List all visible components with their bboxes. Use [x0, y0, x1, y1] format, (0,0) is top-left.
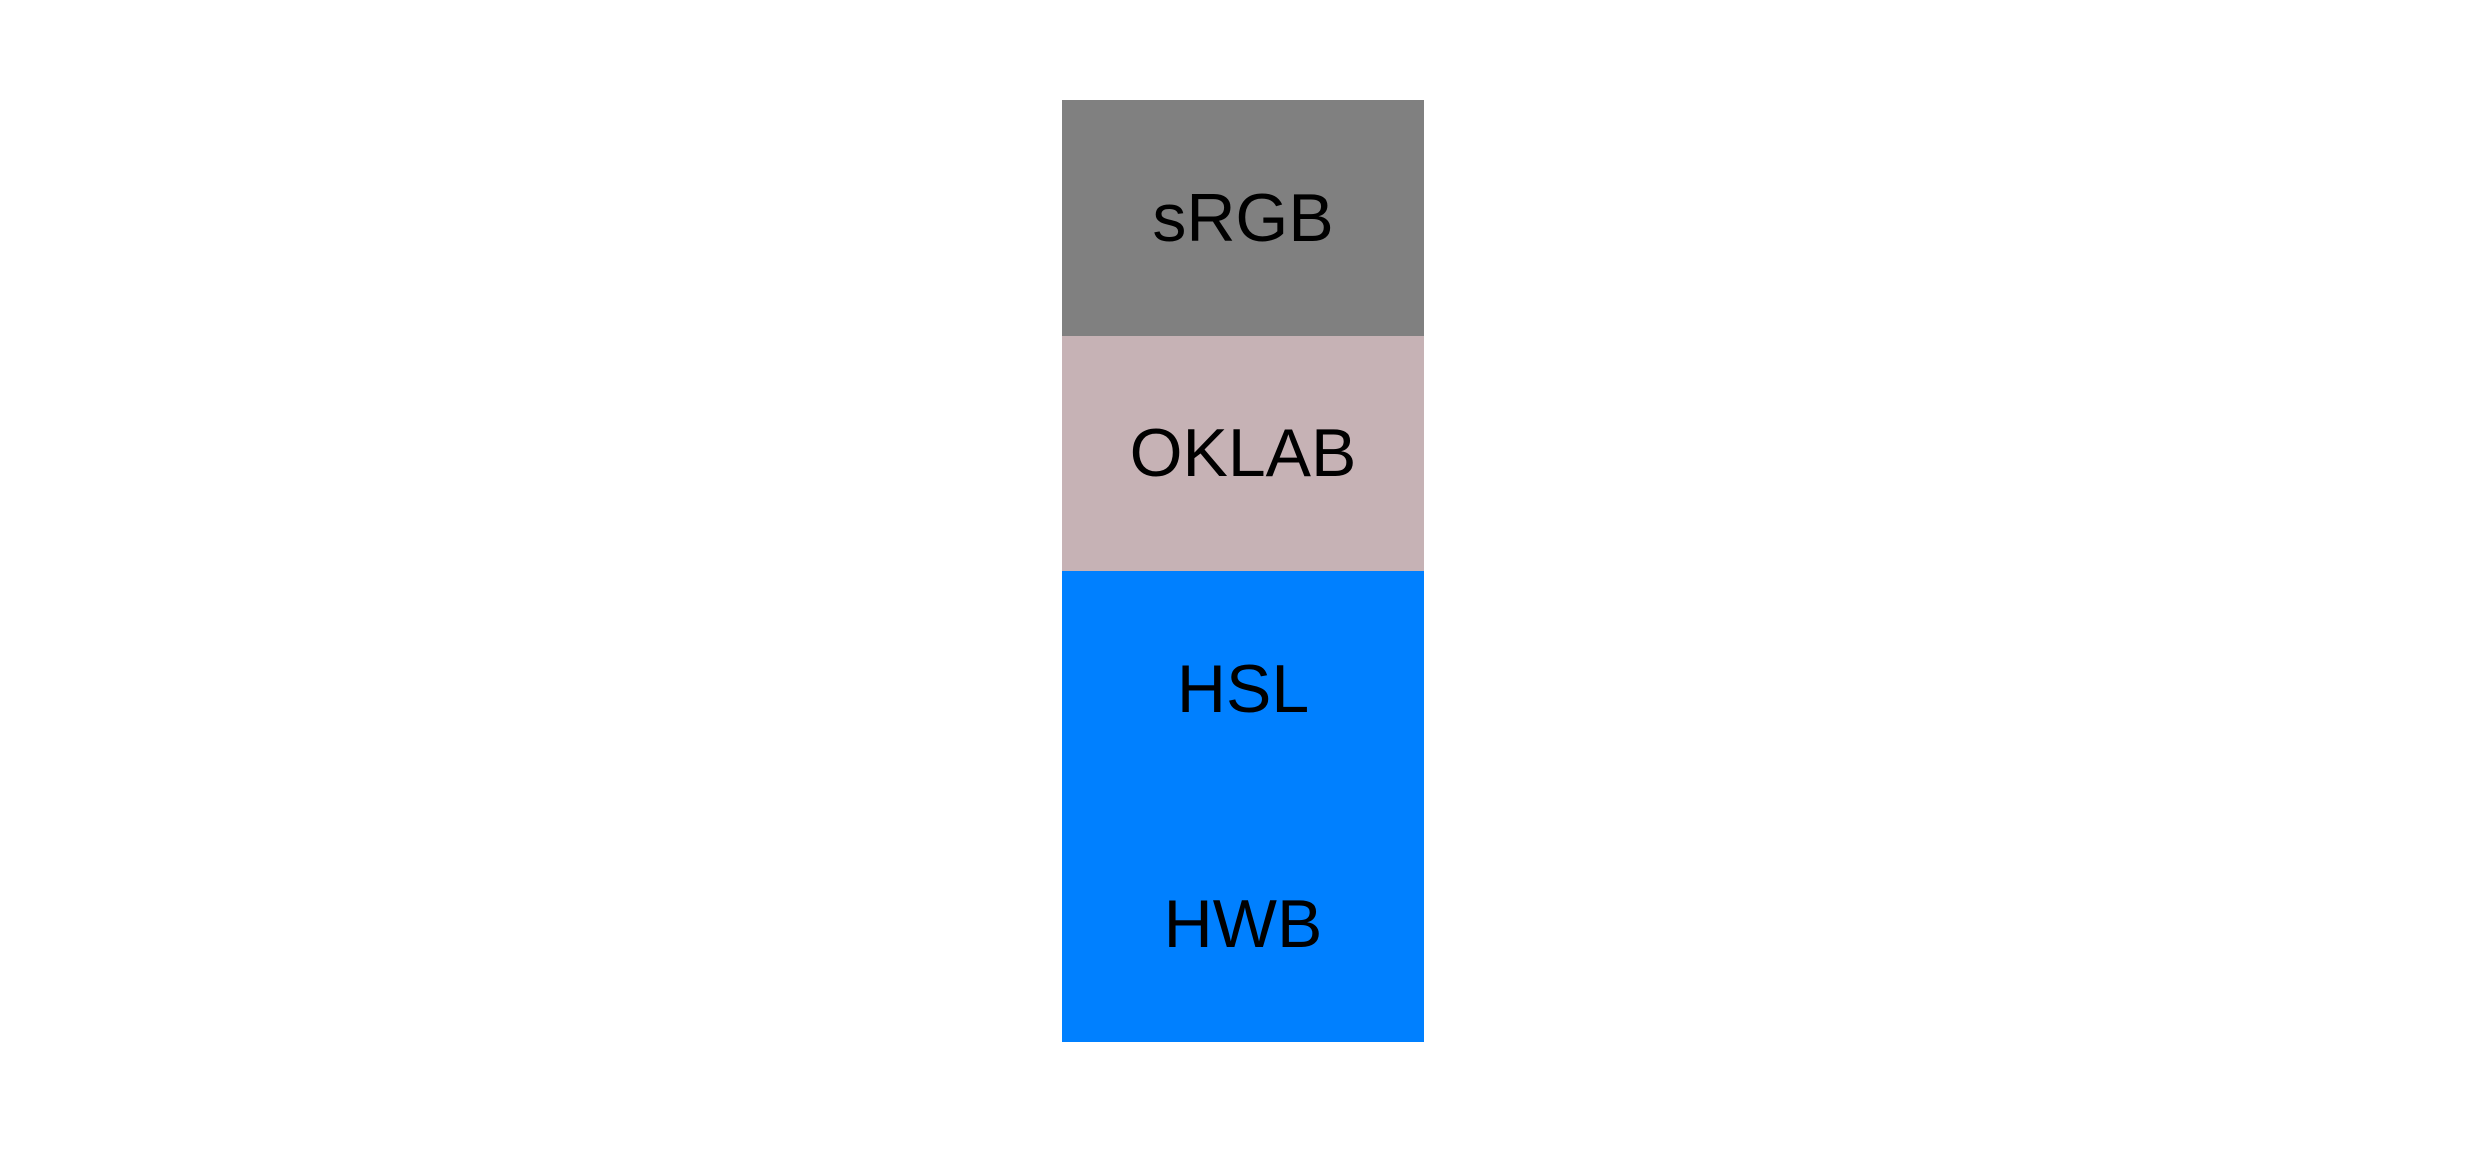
swatch-band-hwb[interactable]: HWB [1062, 806, 1424, 1042]
swatch-band-srgb[interactable]: sRGB [1062, 100, 1424, 336]
swatch-label-srgb: sRGB [1152, 179, 1334, 256]
swatch-label-oklab: OKLAB [1129, 415, 1357, 492]
swatch-label-hwb: HWB [1163, 886, 1323, 963]
swatch-label-hsl: HSL [1176, 650, 1310, 727]
swatch-band-oklab[interactable]: OKLAB [1062, 335, 1424, 571]
color-space-swatch-stack: sRGB OKLAB HSL HWB [1062, 100, 1424, 1042]
swatch-band-hsl[interactable]: HSL [1062, 571, 1424, 807]
